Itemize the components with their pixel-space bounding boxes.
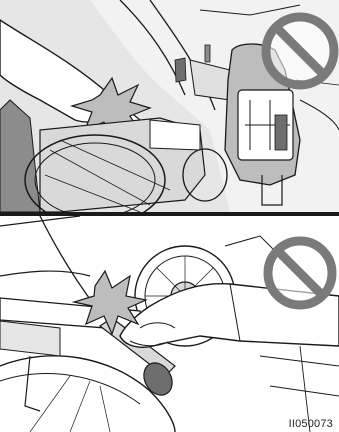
bottom-illustration — [0, 216, 339, 432]
no-symbol-icon — [268, 241, 332, 305]
figure-code: II050073 — [289, 418, 333, 430]
top-illustration-panel — [0, 0, 339, 212]
bottom-illustration-panel — [0, 216, 339, 432]
no-symbol-icon — [266, 17, 334, 85]
top-illustration — [0, 0, 339, 212]
